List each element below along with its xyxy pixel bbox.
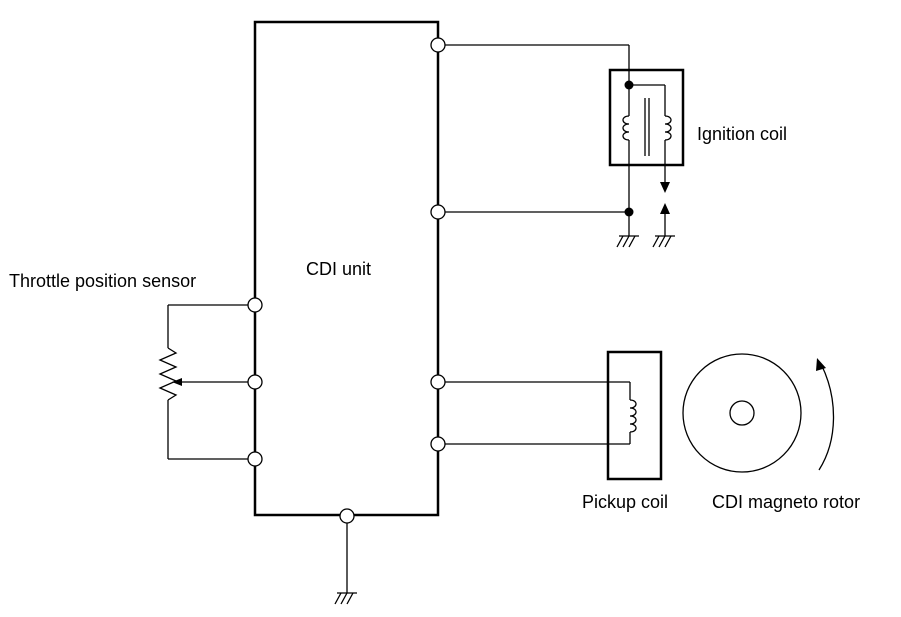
ground-symbol [652,235,675,248]
spark-plug-electrode-lower [660,203,670,214]
terminal [430,204,446,220]
throttle-position-sensor-resistor [158,347,178,401]
spark-plug-electrode-upper [660,182,670,193]
terminal [430,374,446,390]
terminal [339,508,355,524]
terminal [430,436,446,452]
ignition-coil-secondary-winding [664,115,672,141]
junction-dot [624,80,634,90]
cdi-magneto-rotor-label: CDI magneto rotor [712,492,860,512]
terminal [247,297,263,313]
throttle-position-sensor-wiring [167,304,249,460]
ground-symbol [334,592,357,605]
ignition-coil-primary-winding [622,115,630,141]
cdi-unit-terminals [247,37,446,524]
ignition-coil-box [608,68,685,167]
junction-dot [624,207,634,217]
rotation-arrow-head [816,358,826,371]
terminal [430,37,446,53]
ground-symbol [616,235,639,248]
terminal [247,374,263,390]
ignition-coil-wiring [444,44,666,236]
cdi-unit-label: CDI unit [306,259,371,279]
pickup-coil-wiring [444,381,631,445]
pickup-coil-winding [629,399,637,433]
cdi-magneto-rotor-hub [729,400,755,426]
pickup-coil-label: Pickup coil [582,492,668,512]
terminal [247,451,263,467]
ignition-coil-label: Ignition coil [697,124,787,144]
cdi-magneto-rotor [682,353,802,473]
rotation-arrow [818,363,835,471]
throttle-position-sensor-wiper-arrow [172,378,182,386]
pickup-coil-box [606,350,663,481]
throttle-position-sensor-label: Throttle position sensor [9,271,196,291]
